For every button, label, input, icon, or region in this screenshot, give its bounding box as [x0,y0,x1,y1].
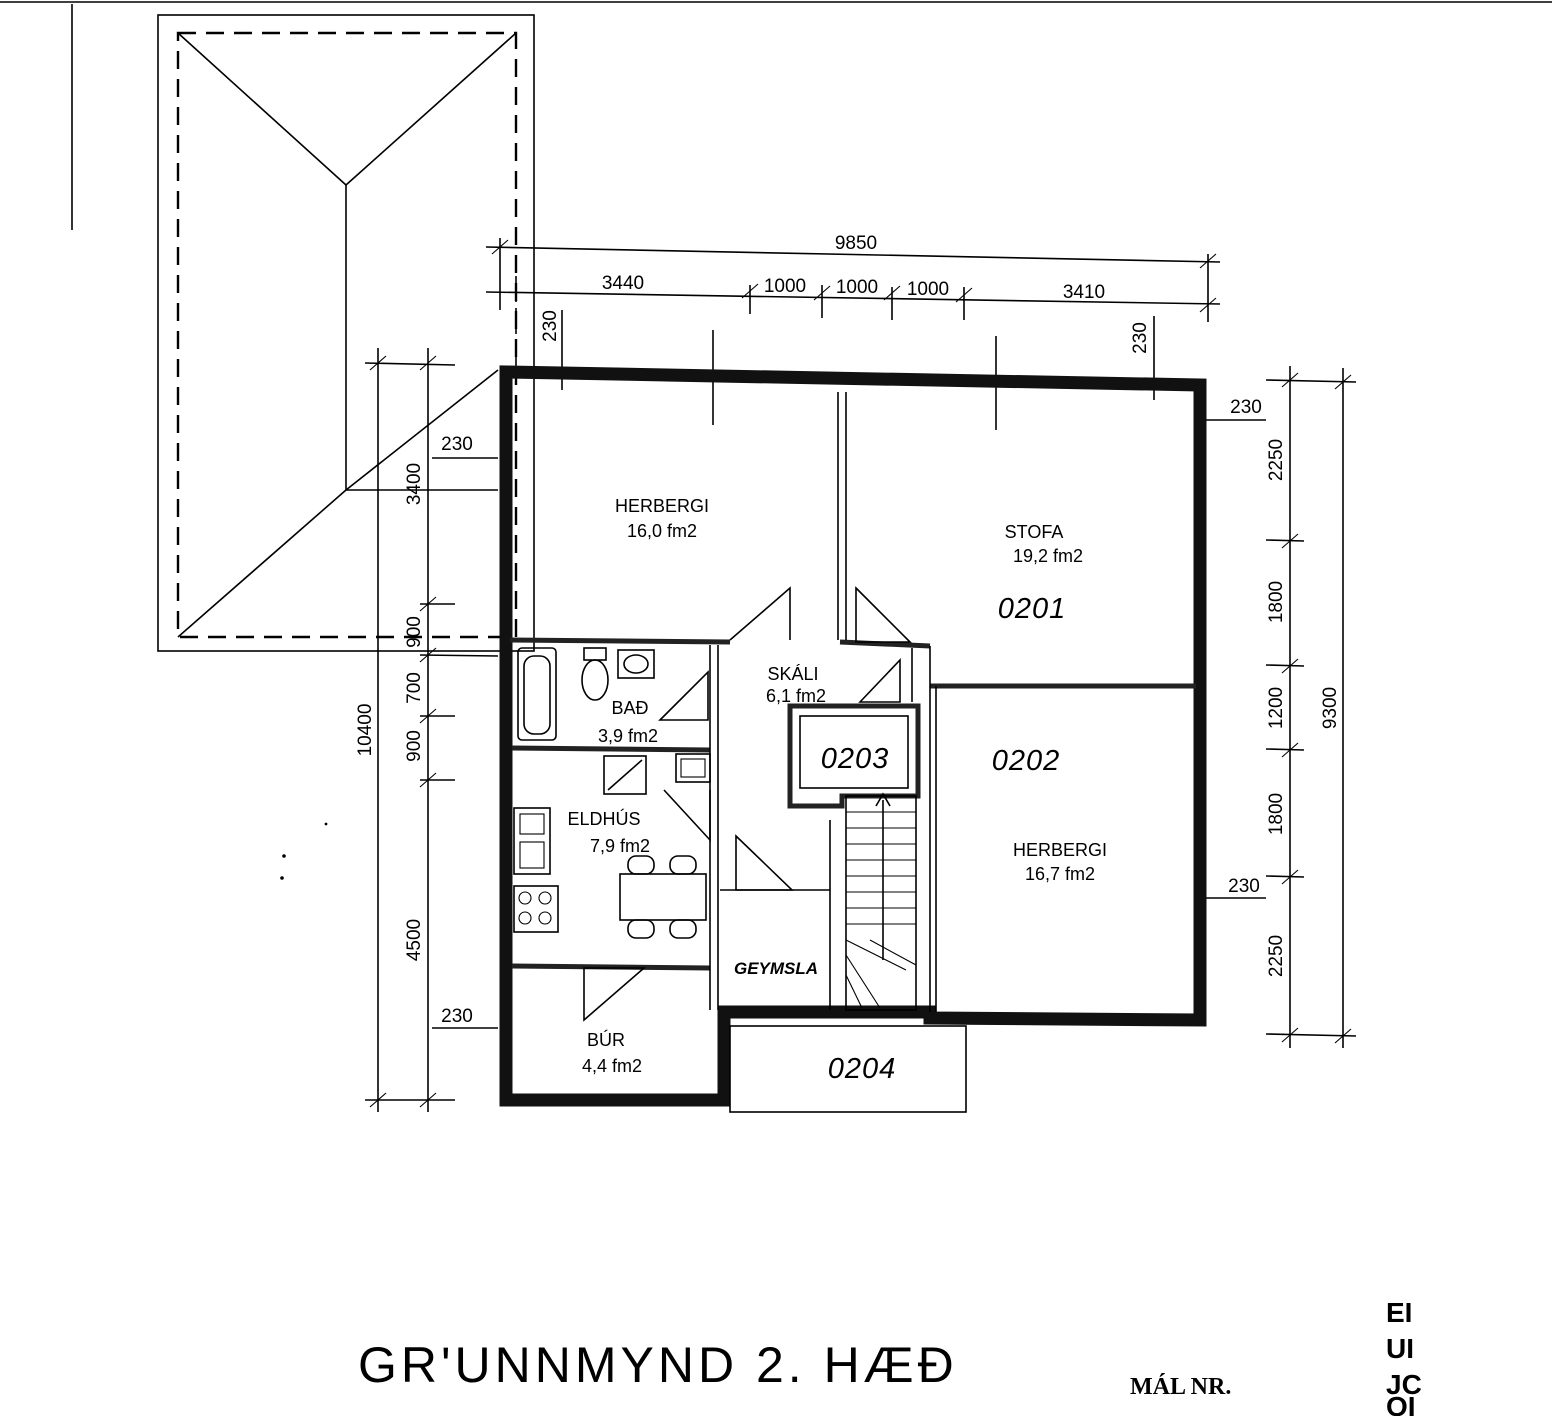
scan-speck [324,822,328,826]
dim-left-1: 3400 [404,463,425,505]
dim-right-2: 1800 [1266,581,1287,623]
room-name-herbergi-2: HERBERGI [1013,840,1107,860]
room-name-herbergi-1: HERBERGI [615,496,709,516]
balcony-0204 [729,1025,967,1113]
edge-text-3: JC [1386,1369,1422,1400]
dim-top-total: 9850 [835,233,877,254]
dim-left-2: 900 [404,616,425,648]
room-area-skali: 6,1 fm2 [766,686,826,706]
dim-right-wall-bottom: 230 [1228,876,1260,897]
bathtub-icon [517,647,557,741]
top-dimensions [485,238,1221,430]
room-area-bad: 3,9 fm2 [598,726,658,746]
sink-icon [617,649,655,679]
room-name-bad: BAÐ [611,698,648,718]
dim-right-1: 2250 [1266,439,1287,481]
edge-text-1: EI [1386,1297,1412,1328]
toilet-icon [581,647,609,701]
dim-right-3: 1200 [1266,687,1287,729]
dim-top-5: 3410 [1063,282,1105,303]
room-name-stofa: STOFA [1005,522,1064,542]
dim-left-wall-bottom: 230 [441,1006,473,1027]
right-dimensions [1200,366,1357,1048]
dim-top-wall-left: 230 [540,310,561,342]
dim-right-5: 2250 [1266,935,1287,977]
unit-number-0201: 0201 [998,593,1067,625]
dim-left-total: 10400 [355,704,376,757]
room-area-stofa: 19,2 fm2 [1013,546,1083,566]
scan-speck [280,876,284,880]
dim-top-4: 1000 [907,279,949,300]
room-area-bur: 4,4 fm2 [582,1056,642,1076]
room-area-herbergi-1: 16,0 fm2 [627,521,697,541]
roof-outline [157,14,535,652]
fridge-icon [603,755,647,795]
dim-right-4: 1800 [1266,793,1287,835]
room-name-skali: SKÁLI [767,664,818,684]
unit-0203-shaft [787,703,921,809]
dim-left-4: 900 [404,730,425,762]
door-swings [583,586,912,1022]
staircase [845,792,917,1011]
kitchen-sink-icon [513,807,551,875]
dim-top-1: 3440 [602,273,644,294]
dim-left-wall-top: 230 [441,434,473,455]
dim-left-5: 4500 [404,919,425,961]
stove-icon [513,885,559,933]
washer-icon [675,753,711,783]
room-area-eldhus: 7,9 fm2 [590,836,650,856]
dim-left-3: 700 [404,672,425,704]
room-name-bur: BÚR [587,1029,625,1050]
room-name-geymsla: GEYMSLA [734,959,818,978]
dim-top-3: 1000 [836,277,878,298]
drawing-title: GR'UNNMYND 2. HÆÐ [358,1337,958,1393]
edge-text-2: UI [1386,1333,1414,1364]
dim-right-total: 9300 [1320,687,1341,729]
dim-top-wall-right: 230 [1130,322,1151,354]
unit-number-0204: 0204 [828,1053,897,1085]
dim-right-wall-top: 230 [1230,397,1262,418]
room-area-herbergi-2: 16,7 fm2 [1025,864,1095,884]
left-dimensions [364,348,499,1112]
case-number-label: MÁL NR. [1130,1374,1231,1400]
scan-speck [282,854,286,858]
dim-top-2: 1000 [764,276,806,297]
unit-number-0202: 0202 [992,745,1061,777]
dining-table-icon [619,855,707,939]
edge-text-4: OI [1386,1391,1416,1416]
room-name-eldhus: ELDHÚS [567,808,640,829]
unit-number-0203: 0203 [821,743,890,775]
